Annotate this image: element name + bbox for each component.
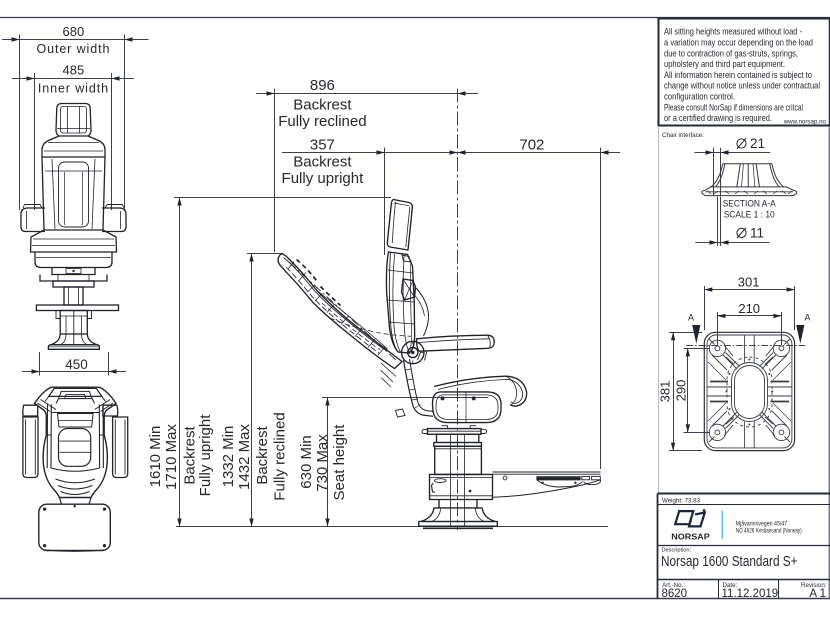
svg-text:1432 Max: 1432 Max [236,424,253,490]
svg-text:Mjåvannsvegen 45/47: Mjåvannsvegen 45/47 [736,519,788,527]
svg-text:All information herein contain: All information herein contained is subj… [664,70,812,80]
svg-text:Fully reclined: Fully reclined [278,113,366,130]
svg-text:NO 4626 Kristiansand (Norway): NO 4626 Kristiansand (Norway) [736,528,802,535]
svg-text:www.norsap.no: www.norsap.no [783,119,827,126]
svg-text:Weight: 73.83: Weight: 73.83 [662,497,701,504]
svg-text:1332 Min: 1332 Min [220,426,237,488]
svg-text:or a certified drawing is requ: or a certified drawing is required. [664,113,772,123]
svg-text:Inner width: Inner width [38,82,109,96]
svg-text:730 Max: 730 Max [314,434,331,492]
svg-text:Backrest: Backrest [293,154,352,171]
svg-text:Description:: Description: [662,548,692,554]
svg-text:Backrest: Backrest [254,425,271,484]
svg-text:Date:: Date: [723,582,738,589]
svg-text:11: 11 [750,226,764,241]
svg-text:due to contraction of gas-stru: due to contraction of gas-struts, spring… [664,48,798,58]
svg-text:11.12.2019: 11.12.2019 [722,588,779,600]
svg-text:Backrest: Backrest [293,97,352,114]
svg-text:A 1: A 1 [809,588,826,600]
svg-text:Please consult NorSap if dimen: Please consult NorSap if dimensions are … [664,102,803,112]
svg-text:8620: 8620 [662,588,688,600]
svg-text:Fully upright: Fully upright [197,414,214,497]
svg-text:Norsap 1600 Standard S+: Norsap 1600 Standard S+ [661,554,798,570]
svg-text:a variation may occur dependin: a variation may occur depending on the l… [664,38,813,48]
svg-text:1610 Min: 1610 Min [147,426,164,488]
svg-text:357: 357 [310,137,335,154]
svg-text:SCALE 1 : 10: SCALE 1 : 10 [724,210,775,220]
svg-text:Backrest: Backrest [182,425,199,484]
svg-text:1710 Max: 1710 Max [163,424,180,490]
svg-text:upholstery and third part equi: upholstery and third part equipment. [664,59,785,69]
svg-text:Fully reclined: Fully reclined [272,412,289,500]
svg-text:Fully upright: Fully upright [282,170,365,187]
svg-text:Revision:: Revision: [801,582,827,589]
svg-text:21: 21 [750,136,765,151]
svg-text:All sitting heights measured w: All sitting heights measured without loa… [664,27,802,37]
svg-text:A: A [688,313,694,323]
svg-text:702: 702 [519,137,544,154]
svg-text:change without notice unless u: change without notice unless under contr… [664,81,820,91]
svg-text:630 Min: 630 Min [298,435,315,488]
svg-text:680: 680 [63,24,85,39]
svg-text:A: A [804,313,810,323]
svg-text:Chair interface:: Chair interface: [662,132,704,139]
svg-text:configuration control.: configuration control. [664,92,735,102]
svg-text:450: 450 [65,357,88,372]
svg-text:301: 301 [738,275,760,290]
svg-text:Outer width: Outer width [36,42,110,56]
svg-text:381: 381 [658,381,673,403]
svg-text:485: 485 [63,63,85,78]
svg-text:896: 896 [310,77,335,94]
svg-text:290: 290 [674,380,689,402]
svg-text:Art.-No.:: Art.-No.: [662,582,685,589]
svg-text:NORSAP: NORSAP [671,531,710,541]
svg-text:SECTION A-A: SECTION A-A [723,199,776,209]
svg-text:Seat height: Seat height [331,424,348,501]
svg-text:210: 210 [738,301,760,316]
